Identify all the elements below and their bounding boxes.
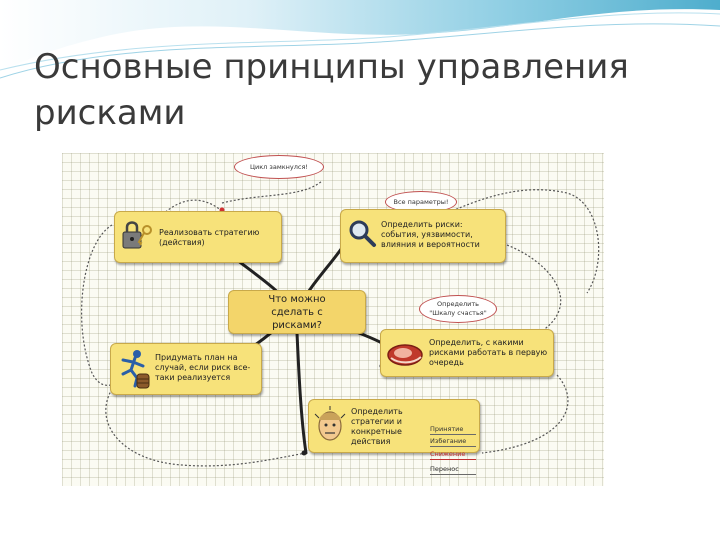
happiness-scale-text: Определить "Шкалу счастья" [429,300,487,317]
happiness-scale-bubble: Определить "Шкалу счастья" [419,295,497,323]
thinking-head-icon [314,406,346,441]
node-prioritize-risks-text: Определить, с какими рисками работать в … [429,338,548,367]
runner-barrel-icon [121,350,150,389]
node-identify-risks: Определить риски: события, уязвимости, в… [340,209,506,263]
node-identify-risks-text: Определить риски: события, уязвимости, в… [381,220,480,249]
option-avoidance: Избегание [430,437,476,447]
meat-icon [387,344,423,366]
option-transfer: Перенос [430,465,476,475]
node-contingency-plan: Придумать план на случай, если риск все-… [110,343,262,395]
risk-mind-map: Цикл замкнулся! Все параметры! Определит… [62,153,604,486]
node-contingency-plan-text: Придумать план на случай, если риск все-… [155,353,251,382]
option-acceptance: Принятие [430,425,476,435]
magnifier-icon [349,220,376,247]
decorative-wave-banner [0,0,720,79]
node-implement-strategy-text: Реализовать стратегию (действия) [159,228,260,247]
slide-title: Основные принципы управления рисками [34,47,629,133]
node-define-strategies-text: Определить стратегии и конкретные действ… [351,407,403,446]
cycle-closed-bubble: Цикл замкнулся! [234,155,324,179]
all-parameters-text: Все параметры! [393,197,449,206]
node-prioritize-risks: Определить, с какими рисками работать в … [380,329,554,377]
node-define-strategies: Определить стратегии и конкретные действ… [308,399,480,453]
node-implement-strategy: Реализовать стратегию (действия) [114,211,282,263]
cycle-closed-text: Цикл замкнулся! [249,162,309,171]
lock-key-icon [122,221,152,249]
center-question: Что можно сделать с рисками? [228,290,366,334]
option-reduction: Снижение [430,450,476,460]
center-question-text: Что можно сделать с рисками? [268,293,326,331]
